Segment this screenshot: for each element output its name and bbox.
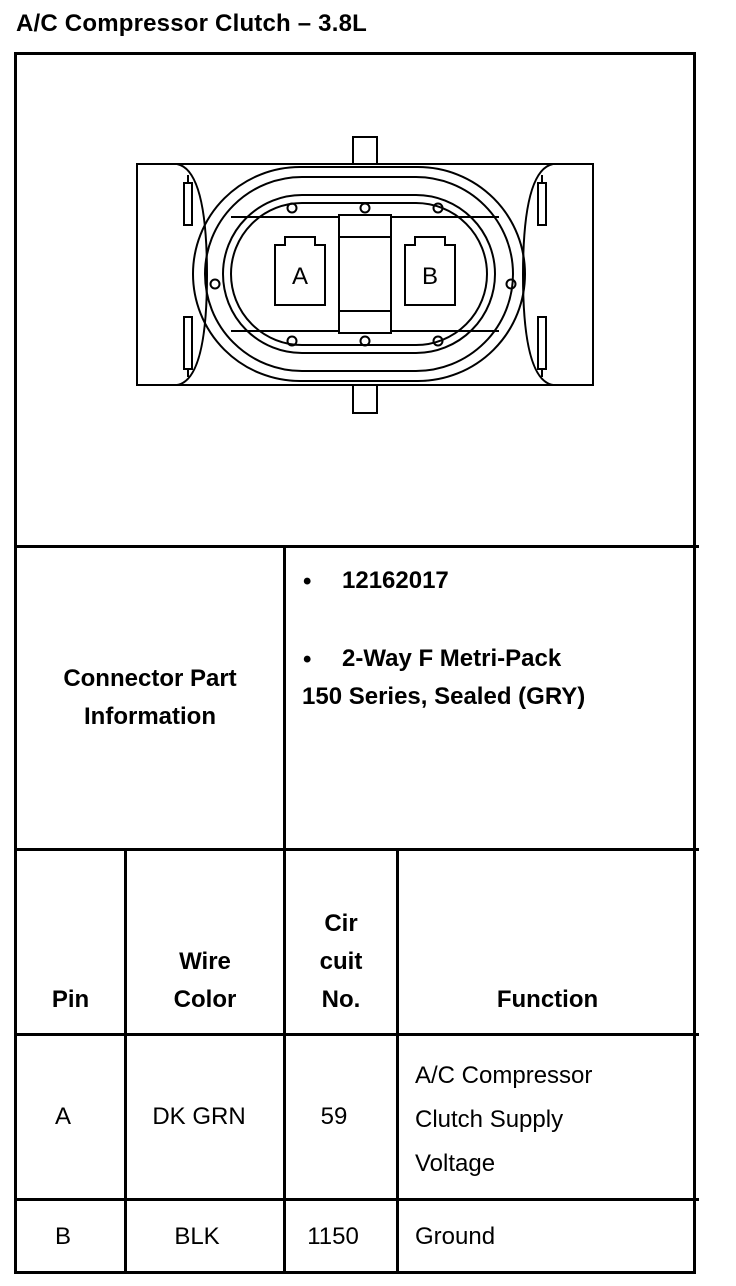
hole [209, 278, 221, 290]
hole [286, 335, 298, 347]
row-a-function-line1: A/C Compressor [415, 1062, 593, 1089]
divider-line [124, 848, 127, 1274]
middle-seal [204, 176, 514, 372]
bullet-icon: • [303, 646, 312, 673]
header-circuit-line3: No. [321, 986, 361, 1013]
part-info-label-line1: Connector Part [63, 665, 237, 692]
row-a-function-line3: Voltage [415, 1150, 496, 1177]
header-pin: Pin [51, 986, 90, 1013]
inner-seal [222, 194, 496, 354]
page-title: A/C Compressor Clutch – 3.8L [16, 10, 368, 37]
header-wire-color-line1: Wire [179, 948, 231, 975]
part-info-label: Connector Part Information [17, 660, 283, 736]
left-flange [176, 163, 209, 386]
divider-line [396, 848, 399, 1274]
header-wire-color-line2: Color [173, 986, 237, 1013]
header-function: Function [496, 986, 599, 1013]
pin-b-terminal [404, 236, 456, 306]
part-desc-line1: 2-Way F Metri-Pack [342, 645, 562, 672]
hole [432, 202, 444, 214]
connector-face-diagram: A B [136, 136, 594, 414]
hole [359, 335, 371, 347]
divider-line [14, 1033, 699, 1036]
divider-line [14, 545, 699, 548]
hole [359, 202, 371, 214]
row-b-pin: B [54, 1223, 71, 1250]
right-flange [521, 163, 554, 386]
row-b-wire-color: BLK [174, 1223, 220, 1250]
bottom-latch-tab [352, 384, 378, 414]
header-circuit-line1: Cir [324, 910, 358, 937]
row-a-wire-color: DK GRN [152, 1103, 246, 1130]
pin-a-terminal [274, 236, 326, 306]
header-circuit: Cir cuit No. [286, 905, 396, 1019]
divider-line [14, 1198, 699, 1201]
cavity-a-outline [231, 216, 340, 332]
hole [505, 278, 517, 290]
hole [432, 335, 444, 347]
header-wire-color: Wire Color [127, 943, 283, 1019]
divider-line [283, 545, 286, 1274]
divider-line [14, 848, 699, 851]
part-number: 12162017 [342, 567, 449, 594]
connector-table-frame [14, 52, 696, 1274]
row-a-function-line2: Clutch Supply [415, 1106, 564, 1133]
outer-seal [192, 166, 526, 382]
part-desc-line2: 150 Series, Sealed (GRY) [302, 683, 586, 710]
header-circuit-line2: cuit [319, 948, 363, 975]
bullet-icon: • [303, 568, 312, 595]
row-b-circuit: 1150 [307, 1223, 359, 1250]
pin-a-label: A [292, 263, 308, 290]
top-latch-tab [352, 136, 378, 166]
pin-b-label: B [422, 263, 438, 290]
center-divider [338, 214, 392, 334]
hole [286, 202, 298, 214]
row-a-pin: A [54, 1103, 71, 1130]
row-a-function: A/C Compressor Clutch Supply Voltage [415, 1054, 592, 1186]
row-a-circuit: 59 [320, 1103, 348, 1130]
row-b-function: Ground [415, 1223, 496, 1250]
inner-seal-2 [230, 202, 488, 346]
part-info-label-line2: Information [84, 703, 216, 730]
cavity-b-outline [390, 216, 499, 332]
